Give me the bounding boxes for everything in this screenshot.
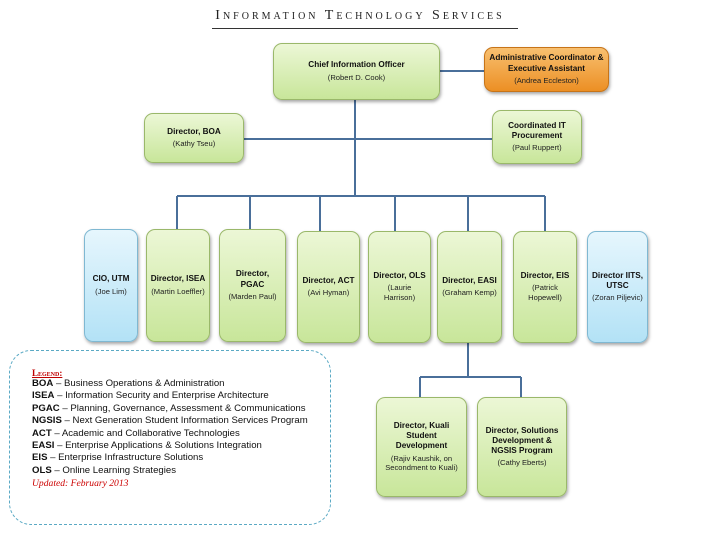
node-procurement-title: Coordinated IT Procurement	[508, 120, 566, 141]
legend-abbr-boa: BOA	[32, 378, 54, 389]
node-admin: Administrative Coordinator & Executive A…	[484, 47, 609, 92]
legend-item-easi: EASI – Enterprise Applications & Solutio…	[32, 440, 320, 452]
node-easi: Director, EASI (Graham Kemp)	[437, 231, 502, 343]
node-isea-name: (Martin Loeffler)	[151, 286, 205, 296]
node-ngsis: Director, Solutions Development & NGSIS …	[477, 397, 567, 497]
legend-text-act: – Academic and Collaborative Technologie…	[51, 427, 240, 439]
node-cio-name: (Robert D. Cook)	[327, 72, 386, 82]
legend-text-eis: – Enterprise Infrastructure Solutions	[47, 452, 204, 464]
node-ols-title: Director, OLS	[373, 271, 426, 281]
node-kuali-title: Director, Kuali Student Development	[393, 420, 450, 451]
node-pgac: Director, PGAC (Marden Paul)	[219, 229, 286, 342]
legend-text-boa: – Business Operations & Administration	[53, 378, 225, 389]
node-isea-title: Director, ISEA	[150, 274, 206, 284]
legend-abbr-pgac: PGAC	[32, 402, 60, 414]
node-boa: Director, BOA (Kathy Tseu)	[144, 113, 244, 163]
chart-title: Information Technology Services	[215, 8, 505, 23]
legend-abbr-isea: ISEA	[32, 390, 55, 402]
node-utsc-name: (Zoran Piljevic)	[592, 293, 643, 303]
legend-item-boa: BOA – Business Operations & Administrati…	[32, 378, 320, 390]
node-ols: Director, OLS (Laurie Harrison)	[368, 231, 431, 343]
node-eis-name: (Patrick Hopewell)	[528, 283, 562, 303]
legend-text-ngsis: – Next Generation Student Information Se…	[61, 415, 308, 427]
node-admin-name: (Andrea Eccleston)	[514, 75, 579, 85]
legend-abbr-ols: OLS	[32, 464, 52, 476]
legend-abbr-ngsis: NGSIS	[32, 415, 62, 427]
node-act-title: Director, ACT	[302, 275, 355, 285]
node-isea: Director, ISEA (Martin Loeffler)	[146, 229, 210, 342]
legend-text-pgac: – Planning, Governance, Assessment & Com…	[59, 402, 306, 414]
legend-box: Legend: BOA – Business Operations & Admi…	[9, 350, 331, 525]
node-boa-name: (Kathy Tseu)	[172, 139, 216, 149]
node-procurement: Coordinated IT Procurement (Paul Ruppert…	[492, 110, 582, 164]
legend-item-pgac: PGAC – Planning, Governance, Assessment …	[32, 403, 320, 428]
node-pgac-name: (Marden Paul)	[228, 291, 277, 301]
node-act-name: (Avi Hyman)	[307, 288, 350, 298]
node-procurement-name: (Paul Ruppert)	[512, 143, 562, 153]
node-admin-title: Administrative Coordinator & Executive A…	[489, 53, 604, 73]
node-ngsis-title: Director, Solutions Development & NGSIS …	[485, 425, 559, 456]
node-kuali-name: (Rajiv Kaushik, on Secondment to Kuali)	[385, 453, 458, 473]
legend-abbr-act: ACT	[32, 427, 52, 439]
node-easi-name: (Graham Kemp)	[442, 288, 497, 298]
legend-item-ols: OLS – Online Learning Strategies	[32, 465, 320, 477]
node-boa-title: Director, BOA	[167, 126, 221, 136]
legend-item-eis: EIS – Enterprise Infrastructure Solution…	[32, 452, 320, 464]
node-utm-title: CIO, UTM	[92, 274, 130, 284]
legend-abbr-eis: EIS	[32, 452, 48, 464]
legend-updated: Updated: February 2013	[32, 478, 129, 490]
legend-text-ols: – Online Learning Strategies	[51, 464, 176, 476]
node-easi-title: Director, EASI	[442, 275, 497, 285]
legend-item-isea: ISEA – Information Security and Enterpri…	[32, 390, 320, 402]
title-underline	[212, 28, 518, 29]
node-utm-name: (Joe Lim)	[95, 286, 127, 296]
node-cio: Chief Information Officer (Robert D. Coo…	[273, 43, 440, 100]
node-utsc: Director IITS, UTSC (Zoran Piljevic)	[587, 231, 648, 343]
legend-text-isea: – Information Security and Enterprise Ar…	[54, 390, 269, 402]
node-utm: CIO, UTM (Joe Lim)	[84, 229, 138, 342]
legend-abbr-easi: EASI	[32, 440, 55, 452]
node-cio-title: Chief Information Officer	[308, 60, 405, 70]
legend-title: Legend:	[32, 368, 63, 378]
node-ols-name: (Laurie Harrison)	[383, 283, 416, 303]
legend-item-act: ACT – Academic and Collaborative Technol…	[32, 428, 320, 440]
node-utsc-title: Director IITS, UTSC	[592, 270, 643, 291]
node-act: Director, ACT (Avi Hyman)	[297, 231, 360, 343]
node-ngsis-name: (Cathy Eberts)	[497, 458, 547, 468]
node-eis-title: Director, EIS	[520, 271, 570, 281]
node-eis: Director, EIS (Patrick Hopewell)	[513, 231, 577, 343]
node-kuali: Director, Kuali Student Development (Raj…	[376, 397, 467, 497]
node-pgac-title: Director, PGAC	[235, 269, 270, 289]
legend-text-easi: – Enterprise Applications & Solutions In…	[54, 440, 262, 452]
